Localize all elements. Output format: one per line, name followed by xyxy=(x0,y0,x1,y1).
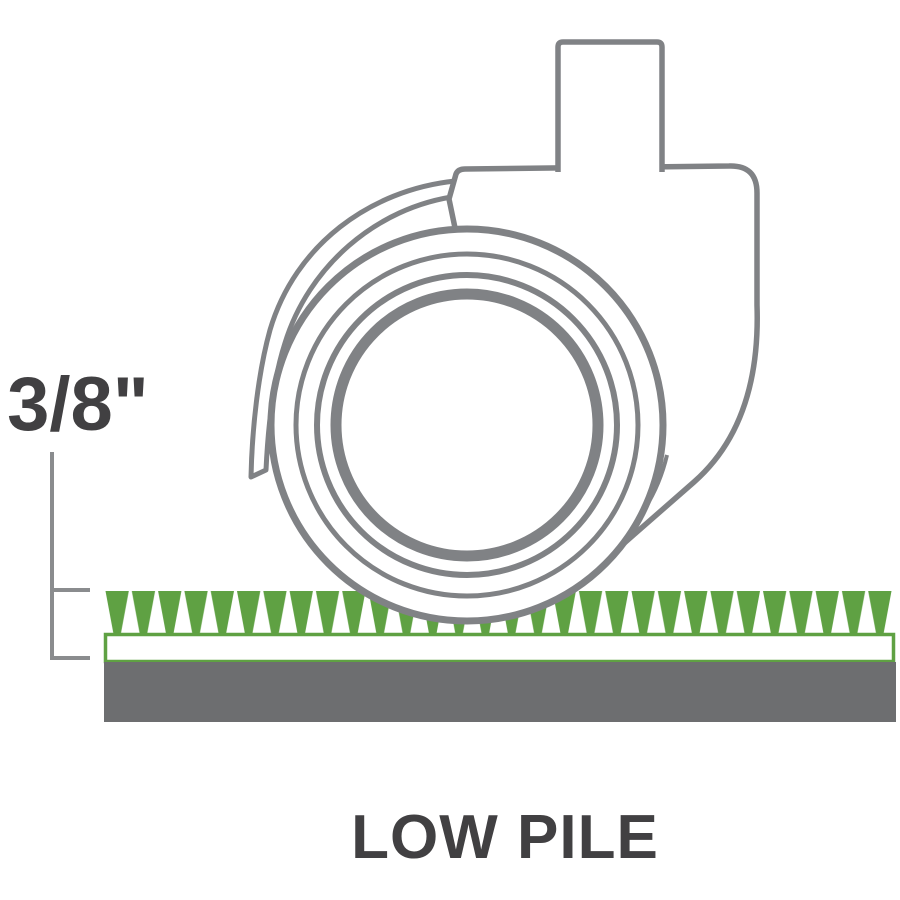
floor-base xyxy=(104,662,896,722)
caster-stem xyxy=(555,39,665,172)
wheel-tread-circle xyxy=(267,225,667,625)
caster-wheel xyxy=(267,225,667,625)
caster-hood-left-edge xyxy=(248,178,461,480)
wheel-middle-ring xyxy=(314,272,620,578)
dimension-label: 3/8" xyxy=(7,362,149,447)
wheel-outer-ring xyxy=(293,251,641,599)
caption-label: LOW PILE xyxy=(351,803,659,872)
wheel-hub-ring xyxy=(330,288,604,562)
dimension-bracket xyxy=(50,452,90,660)
carpet-backing xyxy=(103,632,896,664)
